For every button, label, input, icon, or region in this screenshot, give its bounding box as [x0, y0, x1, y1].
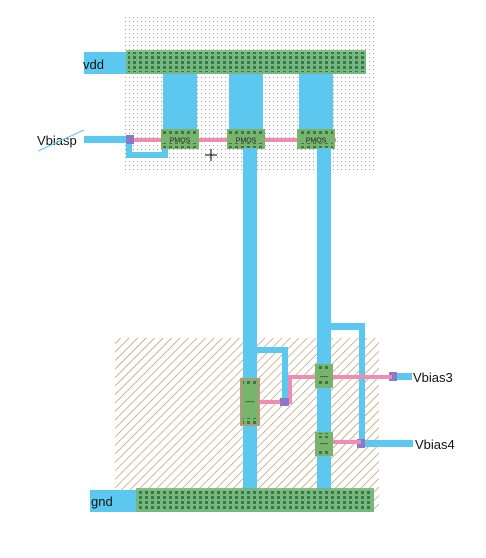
vbias3-label: Vbias3 — [413, 370, 453, 385]
mirror-v-metal — [282, 347, 288, 405]
vbiasp-jog-h — [126, 152, 168, 158]
vbias3-via — [389, 372, 397, 381]
nmos-a-label: — — [246, 396, 255, 406]
mirror-gate-via — [280, 398, 289, 406]
pmos-b-contacts-bot — [229, 143, 263, 148]
vbias4-label: Vbias4 — [415, 437, 455, 452]
nmos-b-label: — — [320, 372, 328, 381]
pmos-c-source-metal — [299, 74, 333, 132]
nmos-b-contacts-bot — [317, 381, 331, 386]
vbiasp-label: Vbiasp — [37, 133, 77, 148]
pmos-a-source-metal — [163, 74, 197, 132]
vdd-label: vdd — [83, 57, 104, 72]
pmos-b-label: PMOS — [236, 138, 257, 145]
drain-b-metal[interactable] — [243, 148, 257, 490]
mirror-h-metal — [257, 347, 288, 353]
vbiasp-label-stroke — [37, 129, 85, 152]
gnd-rail-contacts — [138, 490, 372, 510]
pmos-c-contacts-top — [299, 130, 333, 135]
nmos-b-contacts-top — [317, 365, 331, 370]
nmos-a-contacts-top — [243, 380, 257, 386]
vbiasp-metal[interactable] — [84, 136, 132, 143]
pmos-b-source-metal — [229, 74, 263, 132]
gnd-label: gnd — [91, 494, 113, 509]
vbias3-metal[interactable] — [392, 373, 412, 380]
nmos-c-contacts-bot — [317, 449, 331, 454]
vbias4-metal[interactable] — [359, 440, 413, 447]
nmos-gate-poly-b — [288, 375, 292, 404]
pmos-a-label: PMOS — [170, 138, 191, 145]
nmos-gate-poly-d — [331, 440, 361, 444]
pmos-c-label: PMOS — [306, 138, 327, 145]
nmos-c-label: — — [320, 439, 328, 448]
drain-c-metal[interactable] — [317, 148, 331, 490]
pmos-b-contacts-top — [229, 130, 263, 135]
nmos-a-diff — [242, 380, 258, 424]
vbias4-loop-v — [359, 323, 365, 445]
vbiasp-jog-v2 — [162, 142, 168, 158]
vdd-rail-contacts — [128, 52, 364, 72]
vbiasp-jog-v — [126, 136, 132, 158]
nmos-a-contacts-bot — [243, 418, 257, 424]
pmos-a-contacts-bot — [163, 143, 197, 148]
crosshair-icon — [205, 149, 217, 161]
vbias4-loop-h — [331, 323, 365, 330]
nmos-gate-poly-a — [257, 400, 288, 404]
pmos-a-contacts-top — [163, 130, 197, 135]
vbiasp-via — [126, 135, 134, 144]
nmos-gate-poly-c — [288, 375, 392, 379]
pmos-c-contacts-bot — [299, 143, 333, 148]
nmos-c-contacts-top — [317, 433, 331, 438]
